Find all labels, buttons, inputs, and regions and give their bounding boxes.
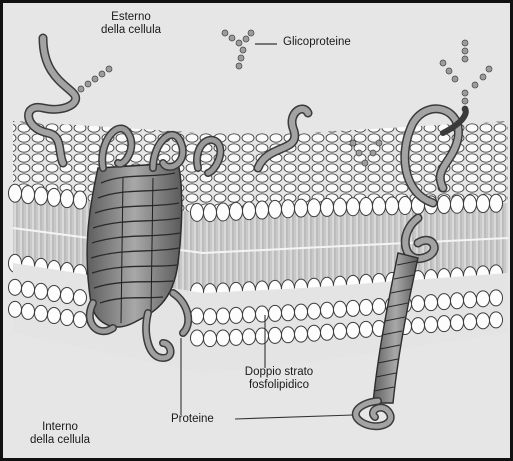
phospholipid-head (191, 330, 204, 346)
phospholipid-head (35, 305, 48, 321)
phospholipid-head (191, 308, 204, 324)
phospholipid-head (61, 190, 74, 208)
phospholipid-head (282, 200, 295, 218)
phospholipid-head (9, 184, 22, 202)
phospholipid-head (347, 198, 360, 216)
phospholipid-head (438, 316, 451, 332)
phospholipid-head (256, 201, 269, 219)
phospholipid-head (477, 291, 490, 307)
phospholipid-head (360, 321, 373, 337)
phospholipid-head (334, 198, 347, 216)
phospholipid-head (9, 279, 22, 295)
phospholipid-bilayer-label: Doppio strato fosfolipidico (231, 366, 327, 392)
phospholipid-head (477, 195, 490, 213)
phospholipid-head (269, 200, 282, 218)
phospholipid-head (230, 307, 243, 323)
phospholipid-head (321, 302, 334, 318)
phospholipid-head (360, 197, 373, 215)
phospholipid-head (204, 309, 217, 325)
phospholipid-head (9, 301, 22, 317)
phospholipid-head (399, 197, 412, 215)
phospholipid-head (243, 329, 256, 345)
phospholipid-head (451, 315, 464, 331)
phospholipid-head (477, 313, 490, 329)
phospholipid-head (308, 325, 321, 341)
phospholipid-head (48, 285, 61, 301)
phospholipid-head (74, 191, 87, 209)
phospholipid-head (464, 314, 477, 330)
phospholipid-head (412, 318, 425, 334)
phospholipid-head (451, 293, 464, 309)
phospholipid-head (321, 198, 334, 216)
proteins-label: Proteine (171, 413, 214, 426)
phospholipid-head (217, 330, 230, 346)
outside-cell-label: Esterno della cellula (81, 11, 181, 37)
phospholipid-head (308, 199, 321, 217)
phospholipid-head (230, 202, 243, 220)
phospholipid-head (295, 326, 308, 342)
phospholipid-head (22, 303, 35, 319)
phospholipid-head (230, 329, 243, 345)
phospholipid-head (282, 305, 295, 321)
phospholipid-head (217, 308, 230, 324)
phospholipid-head (347, 300, 360, 316)
phospholipid-head (373, 298, 386, 314)
phospholipid-head (35, 187, 48, 205)
phospholipid-head (61, 310, 74, 326)
phospholipid-head (412, 296, 425, 312)
phospholipid-head (217, 203, 230, 221)
phospholipid-head (451, 195, 464, 213)
phospholipid-head (48, 307, 61, 323)
phospholipid-head (61, 288, 74, 304)
phospholipid-head (191, 203, 204, 221)
phospholipid-head (321, 324, 334, 340)
phospholipid-head (256, 328, 269, 344)
phospholipid-head (438, 196, 451, 214)
phospholipid-head (243, 202, 256, 220)
phospholipid-head (22, 281, 35, 297)
phospholipid-head (308, 303, 321, 319)
phospholipid-head (282, 327, 295, 343)
phospholipid-head (464, 292, 477, 308)
phospholipid-head (425, 317, 438, 333)
phospholipid-head (204, 204, 217, 222)
phospholipid-head (269, 305, 282, 321)
phospholipid-head (490, 312, 503, 328)
phospholipid-head (295, 304, 308, 320)
phospholipid-head (490, 194, 503, 212)
phospholipid-head (438, 294, 451, 310)
phospholipid-head (347, 322, 360, 338)
glycoproteins-label: Glicoproteine (283, 36, 351, 49)
phospholipid-head (48, 188, 61, 206)
phospholipid-head (490, 290, 503, 306)
phospholipid-head (425, 295, 438, 311)
phospholipid-head (334, 323, 347, 339)
inside-cell-label: Interno della cellula (17, 421, 103, 447)
phospholipid-head (74, 312, 87, 328)
phospholipid-head (35, 283, 48, 299)
phospholipid-head (360, 299, 373, 315)
phospholipid-head (22, 186, 35, 204)
phospholipid-head (256, 306, 269, 322)
phospholipid-head (269, 327, 282, 343)
phospholipid-head (204, 331, 217, 347)
phospholipid-head (386, 197, 399, 215)
phospholipid-head (243, 307, 256, 323)
phospholipid-head (334, 301, 347, 317)
phospholipid-head (464, 195, 477, 213)
phospholipid-head (373, 197, 386, 215)
phospholipid-head (295, 199, 308, 217)
phospholipid-head (74, 290, 87, 306)
